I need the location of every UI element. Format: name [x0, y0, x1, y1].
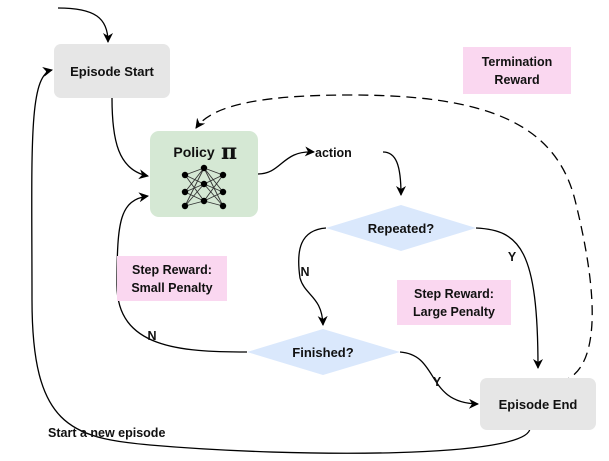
termination-reward-line2: Reward	[494, 73, 539, 87]
edge-label-new-episode: Start a new episode	[48, 426, 165, 440]
note-step-large-penalty: Step Reward: Large Penalty	[397, 280, 511, 325]
entry-arrow	[57, 7, 113, 43]
edge-action-to-repeated	[382, 151, 406, 196]
node-policy: Policy π	[150, 131, 258, 217]
node-episode-start: Episode Start	[54, 44, 170, 98]
repeated-label: Repeated?	[368, 221, 435, 236]
edge-finished-yes	[399, 351, 479, 409]
node-repeated-decision: Repeated?	[326, 205, 476, 251]
edge-label-finished-yes: Y	[433, 375, 442, 389]
edge-termination-dashed	[195, 94, 593, 383]
policy-label: Policy	[173, 144, 214, 160]
edge-repeated-no	[298, 227, 328, 326]
termination-reward-line1: Termination	[482, 55, 553, 69]
neural-network-icon	[181, 164, 227, 210]
edge-label-action: action	[315, 146, 352, 160]
finished-label: Finished?	[292, 345, 353, 360]
edges	[31, 7, 593, 454]
edge-new-episode-loop	[31, 66, 531, 454]
note-step-small-penalty: Step Reward: Small Penalty	[117, 256, 227, 301]
note-termination-reward: Termination Reward	[463, 47, 571, 94]
node-finished-decision: Finished?	[247, 329, 400, 375]
policy-symbol: π	[221, 139, 237, 165]
step-small-line2: Small Penalty	[131, 281, 212, 295]
edge-label-repeated-yes: Y	[508, 250, 517, 264]
edge-start-to-policy	[111, 97, 149, 180]
edge-label-repeated-no: N	[300, 265, 309, 279]
step-large-line1: Step Reward:	[414, 287, 494, 301]
edge-label-finished-no: N	[147, 329, 156, 343]
node-episode-end: Episode End	[480, 378, 596, 430]
edge-repeated-yes	[475, 227, 543, 369]
edge-policy-to-action	[257, 146, 315, 175]
step-small-line1: Step Reward:	[132, 263, 212, 277]
episode-start-label: Episode Start	[70, 64, 154, 79]
step-large-line2: Large Penalty	[413, 305, 495, 319]
episode-end-label: Episode End	[499, 397, 578, 412]
